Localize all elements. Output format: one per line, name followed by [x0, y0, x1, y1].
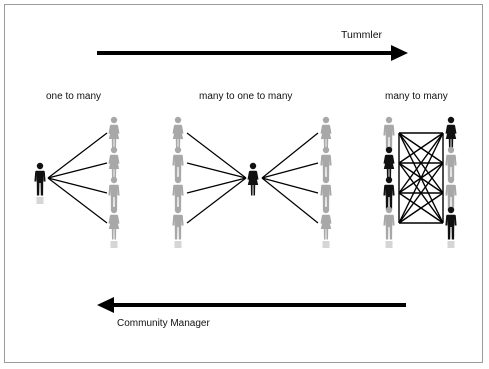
person-icon — [108, 116, 120, 150]
person-icon — [320, 206, 332, 240]
mesh-line — [398, 132, 444, 194]
figure-reflection — [36, 197, 44, 204]
person-icon — [172, 176, 184, 210]
bottom-arrow — [97, 297, 406, 313]
person-icon — [383, 146, 395, 180]
figure-reflection — [110, 241, 118, 248]
top-arrow — [97, 45, 408, 61]
person-icon — [34, 162, 46, 196]
network-right-person-1 — [445, 116, 457, 150]
person-icon — [320, 176, 332, 210]
group-many-to-many-mesh — [398, 132, 444, 224]
network-left-person-2 — [383, 146, 395, 180]
arrow-right-icon — [391, 45, 408, 61]
source-person-4 — [172, 206, 184, 248]
person-icon — [247, 162, 259, 196]
hub-person-one-to-many — [34, 162, 46, 204]
network-right-person-2 — [445, 146, 457, 180]
target-person-1 — [320, 116, 332, 150]
mesh-line — [398, 162, 444, 224]
bottom-arrow-label: Community Manager — [117, 318, 210, 329]
person-icon — [172, 116, 184, 150]
group-label-many-to-one-to-many: many to one to many — [199, 91, 293, 102]
figure-reflection — [385, 241, 393, 248]
mesh-line — [398, 132, 444, 224]
hub-person-many-to-one-to-many — [247, 162, 259, 196]
source-person-3 — [172, 176, 184, 210]
group-one-to-many-lines — [47, 132, 108, 224]
group-many-to-one-to-many-lines — [186, 132, 319, 224]
figure-reflection — [447, 241, 455, 248]
person-icon — [383, 116, 395, 150]
audience-person-4 — [108, 206, 120, 248]
network-right-person-3 — [445, 176, 457, 210]
group-label-many-to-many: many to many — [385, 91, 448, 102]
person-icon — [172, 206, 184, 240]
figures-layer — [34, 116, 457, 248]
figure-reflection — [174, 241, 182, 248]
audience-person-1 — [108, 116, 120, 150]
target-person-4 — [320, 206, 332, 248]
source-person-1 — [172, 116, 184, 150]
network-right-person-4 — [445, 206, 457, 248]
person-icon — [108, 206, 120, 240]
person-icon — [108, 176, 120, 210]
network-left-person-4 — [383, 206, 395, 248]
person-icon — [445, 116, 457, 150]
target-person-2 — [320, 146, 332, 180]
person-icon — [445, 176, 457, 210]
mesh-line — [398, 192, 444, 224]
audience-person-3 — [108, 176, 120, 210]
top-arrow-label: Tummler — [341, 29, 383, 41]
person-icon — [445, 146, 457, 180]
person-icon — [383, 176, 395, 210]
top-arrow-shaft — [97, 51, 393, 55]
person-icon — [320, 146, 332, 180]
source-person-2 — [172, 146, 184, 180]
mesh-line — [398, 132, 444, 164]
bottom-arrow-shaft — [112, 303, 406, 307]
arrow-left-icon — [97, 297, 114, 313]
group-label-one-to-many: one to many — [46, 91, 102, 102]
figure-reflection — [322, 241, 330, 248]
network-left-person-1 — [383, 116, 395, 150]
person-icon — [383, 206, 395, 240]
target-person-3 — [320, 176, 332, 210]
person-icon — [320, 116, 332, 150]
person-icon — [108, 146, 120, 180]
audience-person-2 — [108, 146, 120, 180]
person-icon — [172, 146, 184, 180]
person-icon — [445, 206, 457, 240]
network-left-person-3 — [383, 176, 395, 210]
